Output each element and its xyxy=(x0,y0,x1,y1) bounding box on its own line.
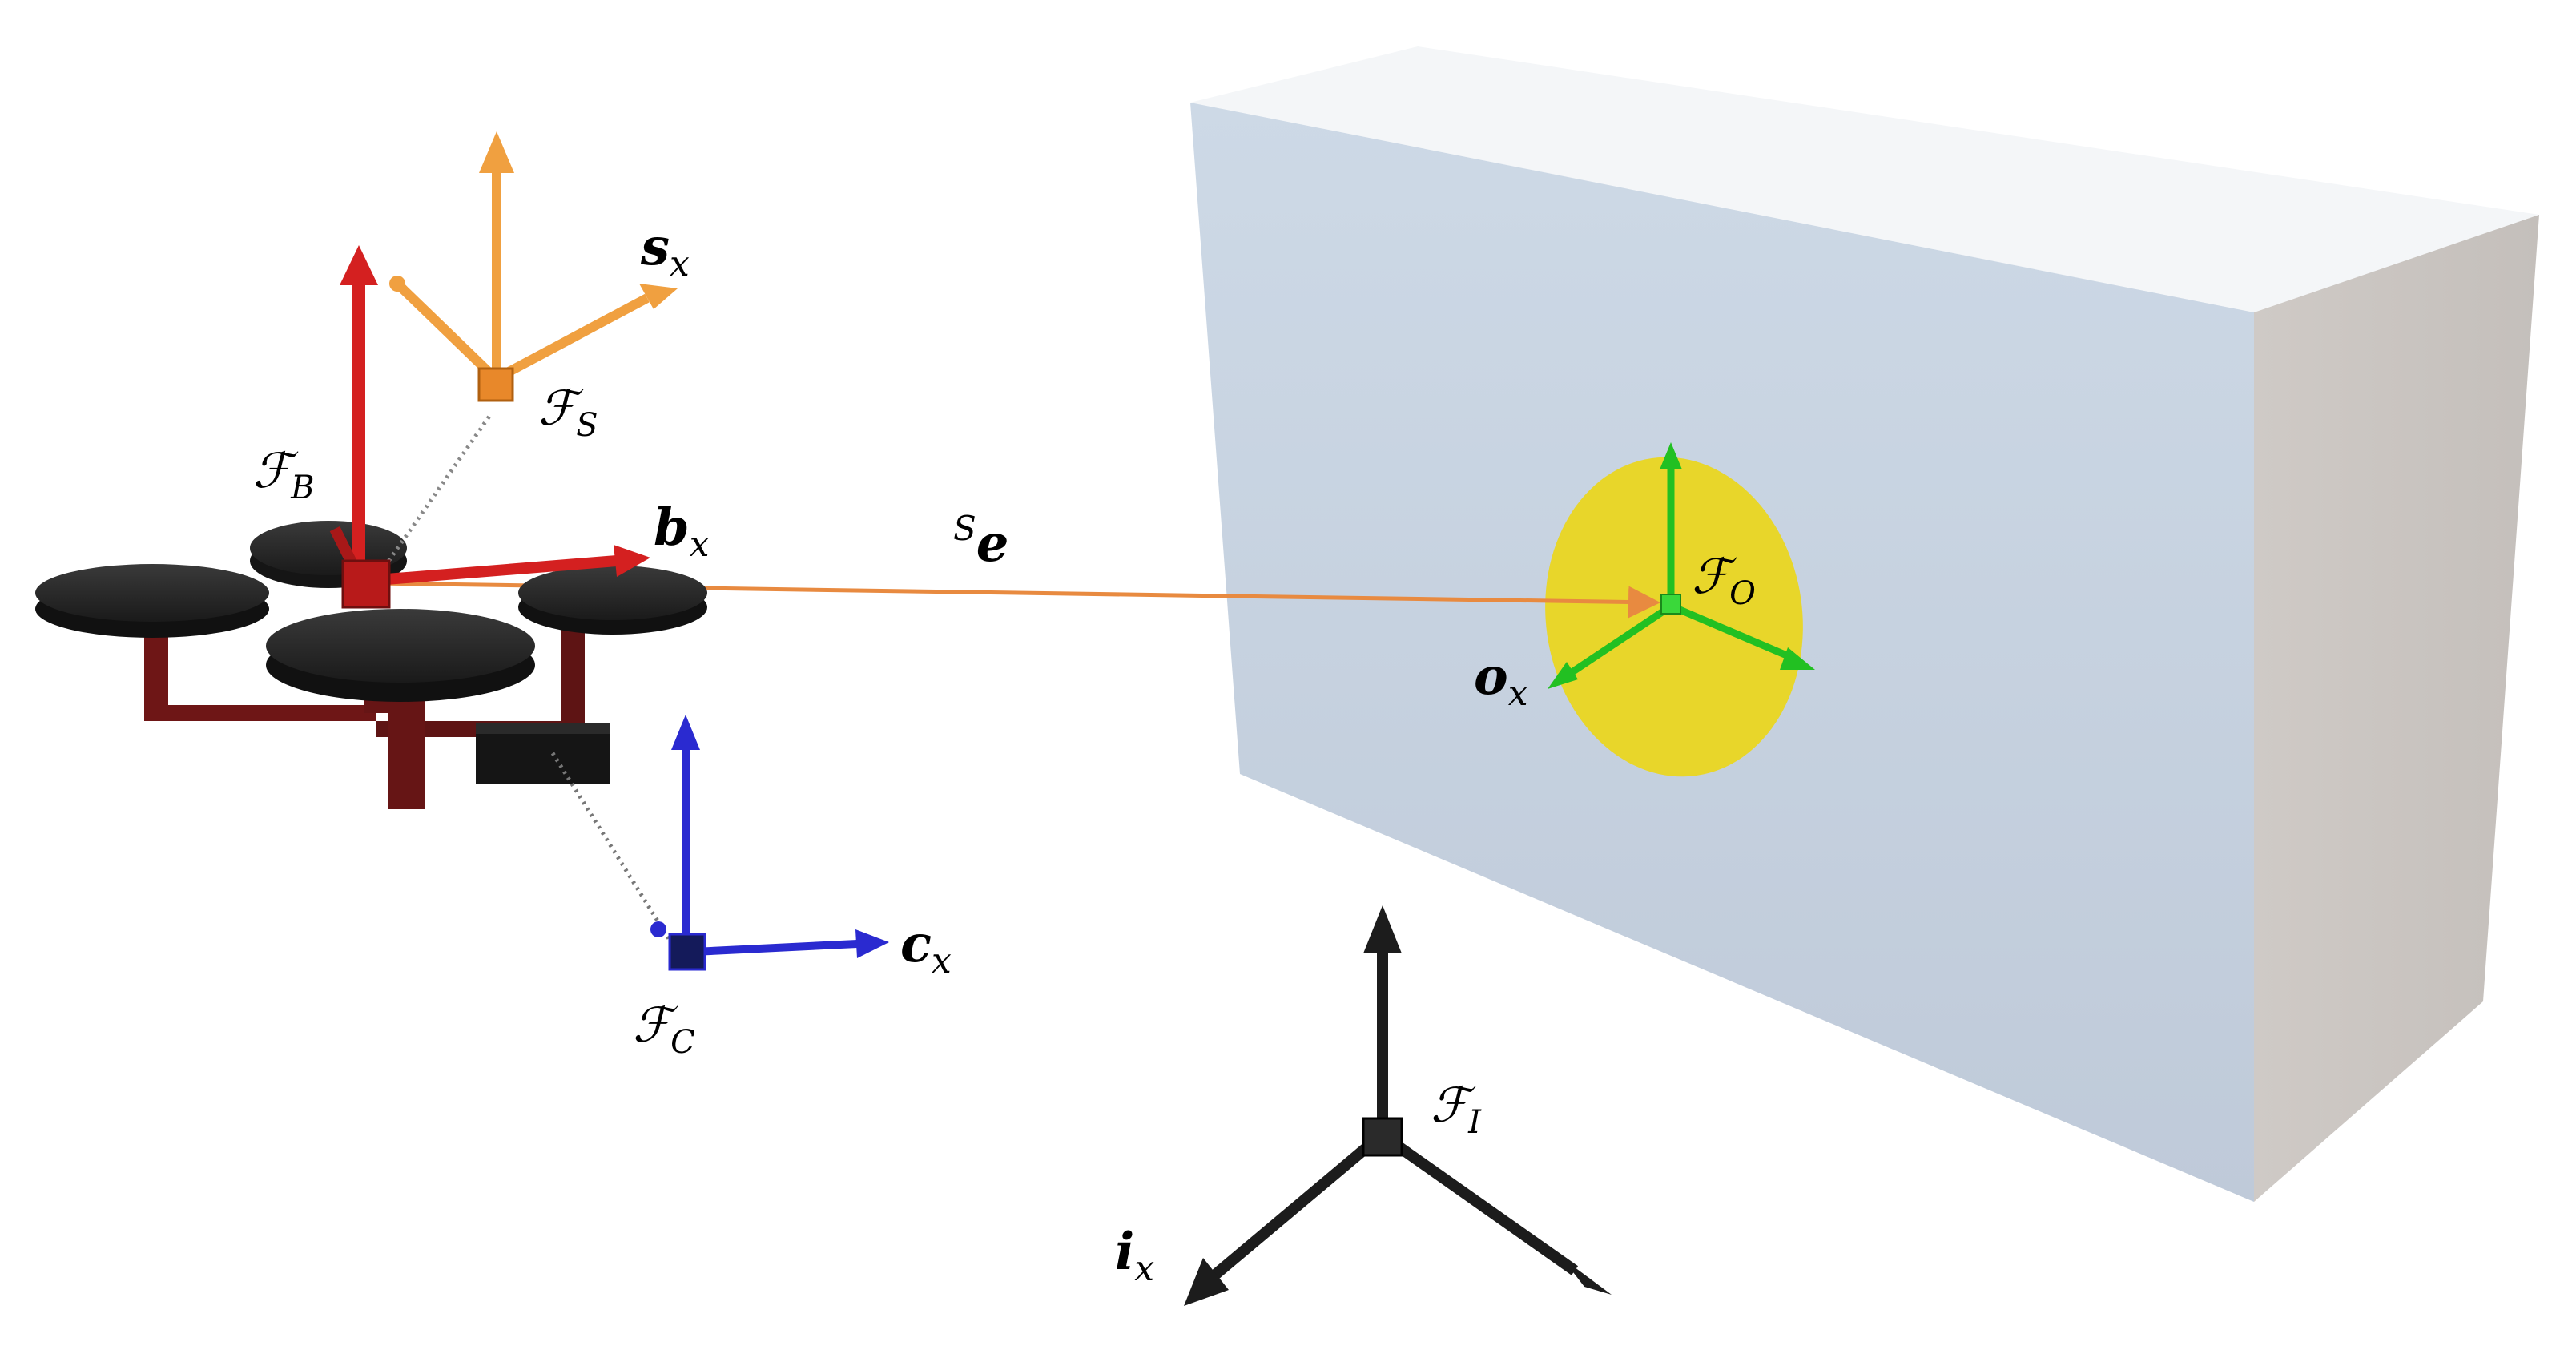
camera-to-cframe-dotted xyxy=(550,752,678,952)
sensor-axis-x xyxy=(497,293,650,381)
inertial-axis-x-head xyxy=(1184,1258,1229,1306)
inertial-origin-cube xyxy=(1362,1117,1403,1157)
sensor-axis-left xyxy=(395,281,497,381)
rotor-left xyxy=(35,564,269,638)
label-frame-s: ℱS xyxy=(538,381,598,444)
inertial-axis-up-head xyxy=(1363,905,1402,953)
wall-top-face xyxy=(1190,46,2539,312)
label-frame-c: ℱC xyxy=(633,997,695,1061)
camera-frame xyxy=(650,715,889,971)
camera-origin-cube xyxy=(668,933,706,971)
rotor-front xyxy=(266,609,535,702)
object-frame xyxy=(1548,442,1815,689)
label-i-axis: ix xyxy=(1115,1222,1154,1289)
label-s-axis: sx xyxy=(640,217,690,284)
inertial-axis-right xyxy=(1387,1136,1579,1275)
sensor-axis-up-head xyxy=(479,131,514,173)
label-frame-i: ℱI xyxy=(1431,1078,1482,1141)
sensor-axis-left-cap xyxy=(389,276,405,292)
camera-axis-back-cap xyxy=(650,921,666,937)
camera-axis-x-head xyxy=(855,929,889,958)
inertial-frame xyxy=(1184,905,1612,1306)
yellow-target-ellipse xyxy=(1545,457,1803,777)
object-origin-cube xyxy=(1660,594,1681,615)
label-e-vector: Se xyxy=(953,509,1009,574)
wall-side-face xyxy=(2254,215,2539,1202)
drone-arm-center xyxy=(364,689,425,809)
label-o-axis: ox xyxy=(1474,647,1528,714)
sensor-frame xyxy=(389,131,678,402)
body-axis-x-head xyxy=(614,545,650,577)
body-axis-up-head xyxy=(340,245,378,285)
object-axis-x xyxy=(1566,604,1672,678)
object-axis-up-head xyxy=(1660,442,1682,469)
label-c-axis: cx xyxy=(900,914,952,981)
object-axis-right xyxy=(1672,603,1796,663)
wall-block xyxy=(1190,46,2539,1202)
camera-block-face xyxy=(476,723,610,734)
inertial-axis-right-head xyxy=(1562,1258,1612,1295)
object-axis-right-head xyxy=(1780,647,1815,670)
object-axis-x-head xyxy=(1548,662,1578,689)
body-frame xyxy=(329,245,650,609)
camera-axis-x xyxy=(693,940,858,956)
drone xyxy=(35,521,707,809)
sensor-axis-x-head xyxy=(639,284,678,309)
label-b-axis: bx xyxy=(654,498,710,565)
sensor-origin-cube xyxy=(477,367,514,402)
body-axis-x xyxy=(376,555,618,586)
camera-axis-up-head xyxy=(671,715,700,750)
body-origin-cube xyxy=(341,559,391,609)
inertial-axis-x xyxy=(1210,1136,1379,1280)
label-frame-b: ℱB xyxy=(253,443,315,506)
body-to-sensor-dotted xyxy=(374,413,493,580)
rotor-right xyxy=(518,566,707,635)
target-disk xyxy=(1545,457,1803,777)
